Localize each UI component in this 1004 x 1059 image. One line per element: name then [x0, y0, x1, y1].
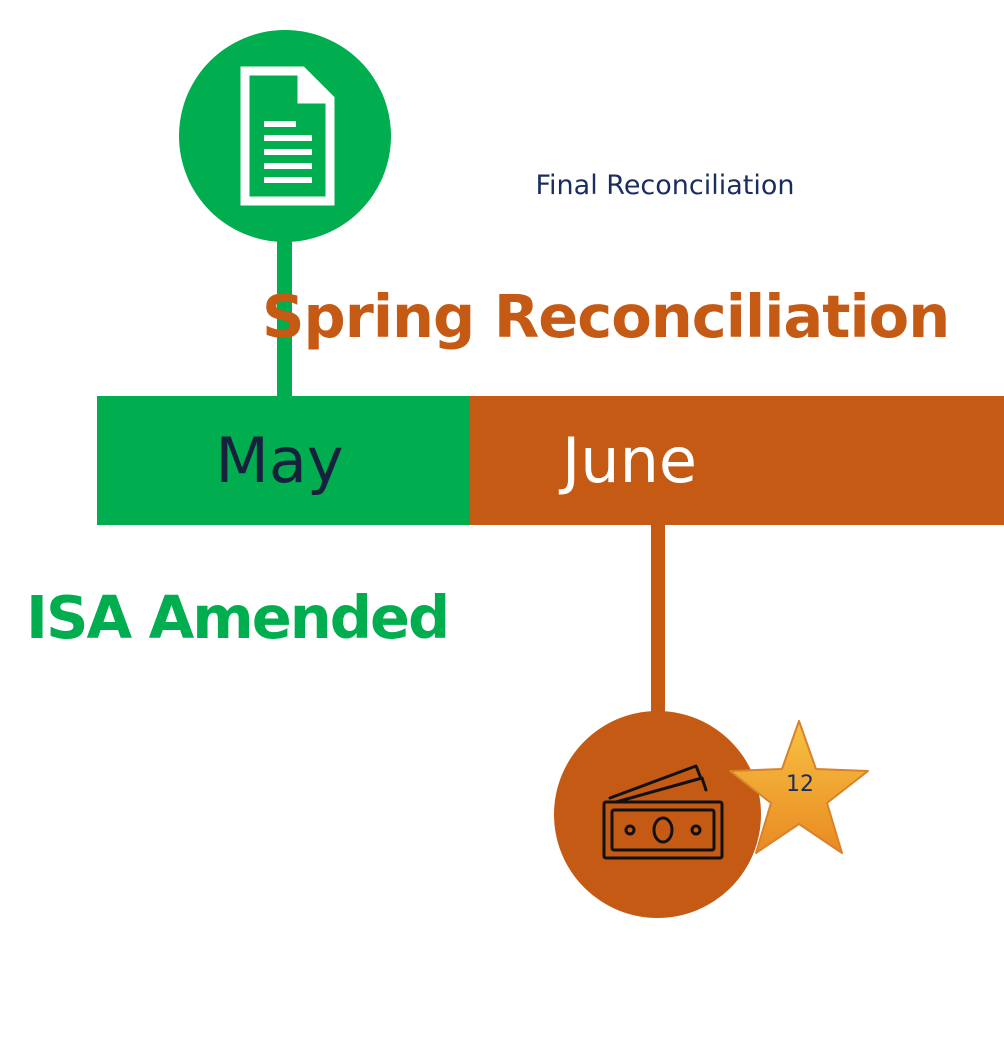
spring-reconciliation-heading: Spring Reconciliation [262, 282, 950, 351]
may-connector-line [277, 200, 292, 400]
timeline-band-may: May [97, 396, 472, 525]
document-icon [240, 66, 335, 206]
month-label-june: June [562, 423, 698, 497]
star-icon [729, 720, 869, 854]
money-bills-icon [602, 764, 723, 859]
month-label-may: May [215, 423, 344, 497]
document-milestone [179, 30, 391, 242]
money-milestone [554, 711, 761, 918]
june-connector-line [651, 520, 665, 720]
timeline-band-june: June [470, 396, 1004, 525]
slide-number: 12 [786, 772, 814, 797]
final-reconciliation-label: Final Reconciliation [535, 170, 795, 201]
isa-amended-heading: ISA Amended [26, 583, 450, 652]
